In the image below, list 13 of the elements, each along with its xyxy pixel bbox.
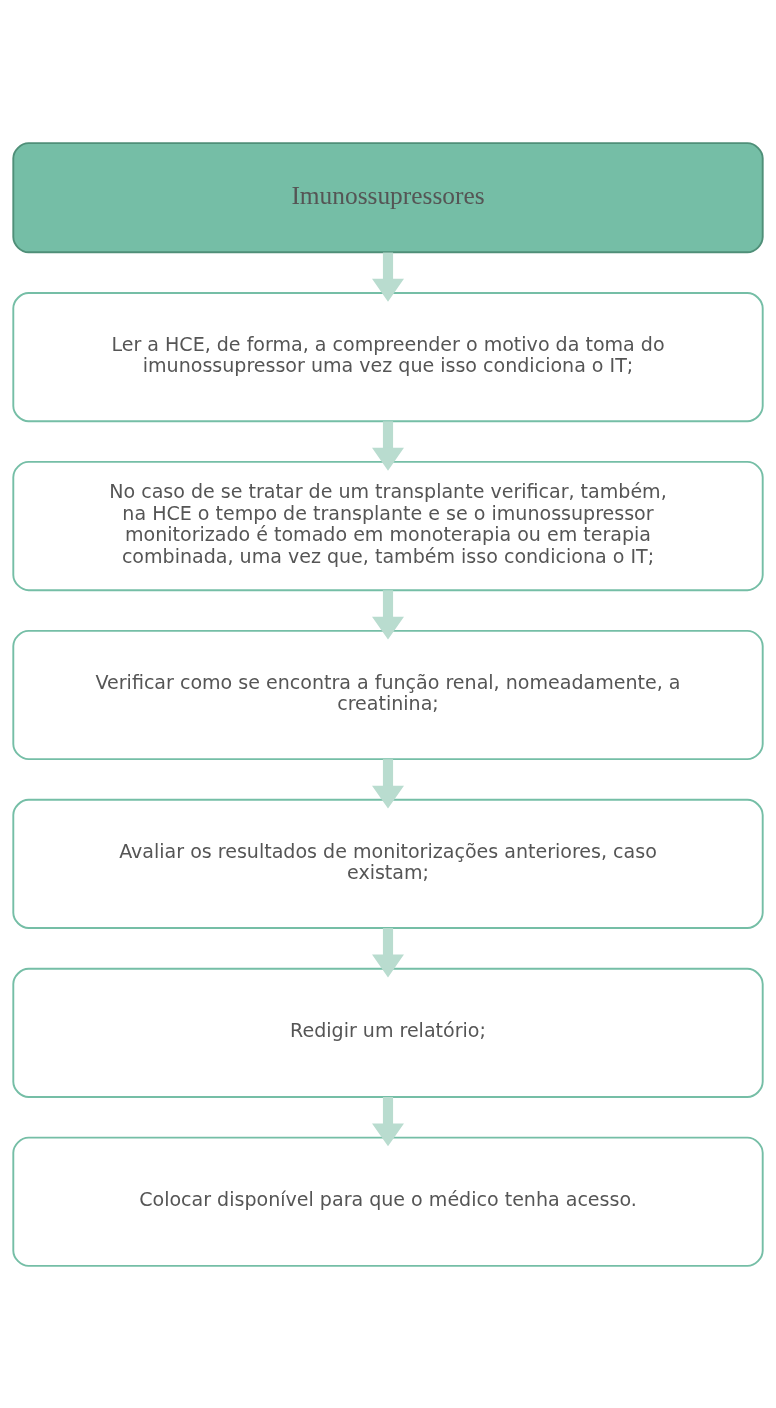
node-box: Imunossupressores <box>12 141 764 253</box>
arrow <box>372 1096 404 1146</box>
node-box: Redigir um relatório; <box>12 967 764 1098</box>
arrow <box>372 252 404 302</box>
node-box: Verificar como se encontra a função renal, nomeadamente, a creatinina; <box>12 629 764 760</box>
arrow <box>372 589 404 640</box>
node-box: Ler a HCE, de forma, a compreender o motivo da toma do imunossupressor uma vez que isso condiciona o IT; <box>12 291 764 422</box>
node-box: Colocar disponível para que o médico tenha acesso. <box>12 1136 764 1267</box>
arrow <box>372 758 404 808</box>
arrow <box>372 927 404 977</box>
node-box: Avaliar os resultados de monitorizações anteriores, caso existam; <box>12 798 764 929</box>
node-box: No caso de se tratar de um transplante verificar, também, na HCE o tempo de transplante e se o imunossupressor monitorizado é tomado em monoterapia ou em terapia combinada, uma vez que, também isso condiciona o IT; <box>12 460 764 591</box>
arrow <box>372 420 404 471</box>
